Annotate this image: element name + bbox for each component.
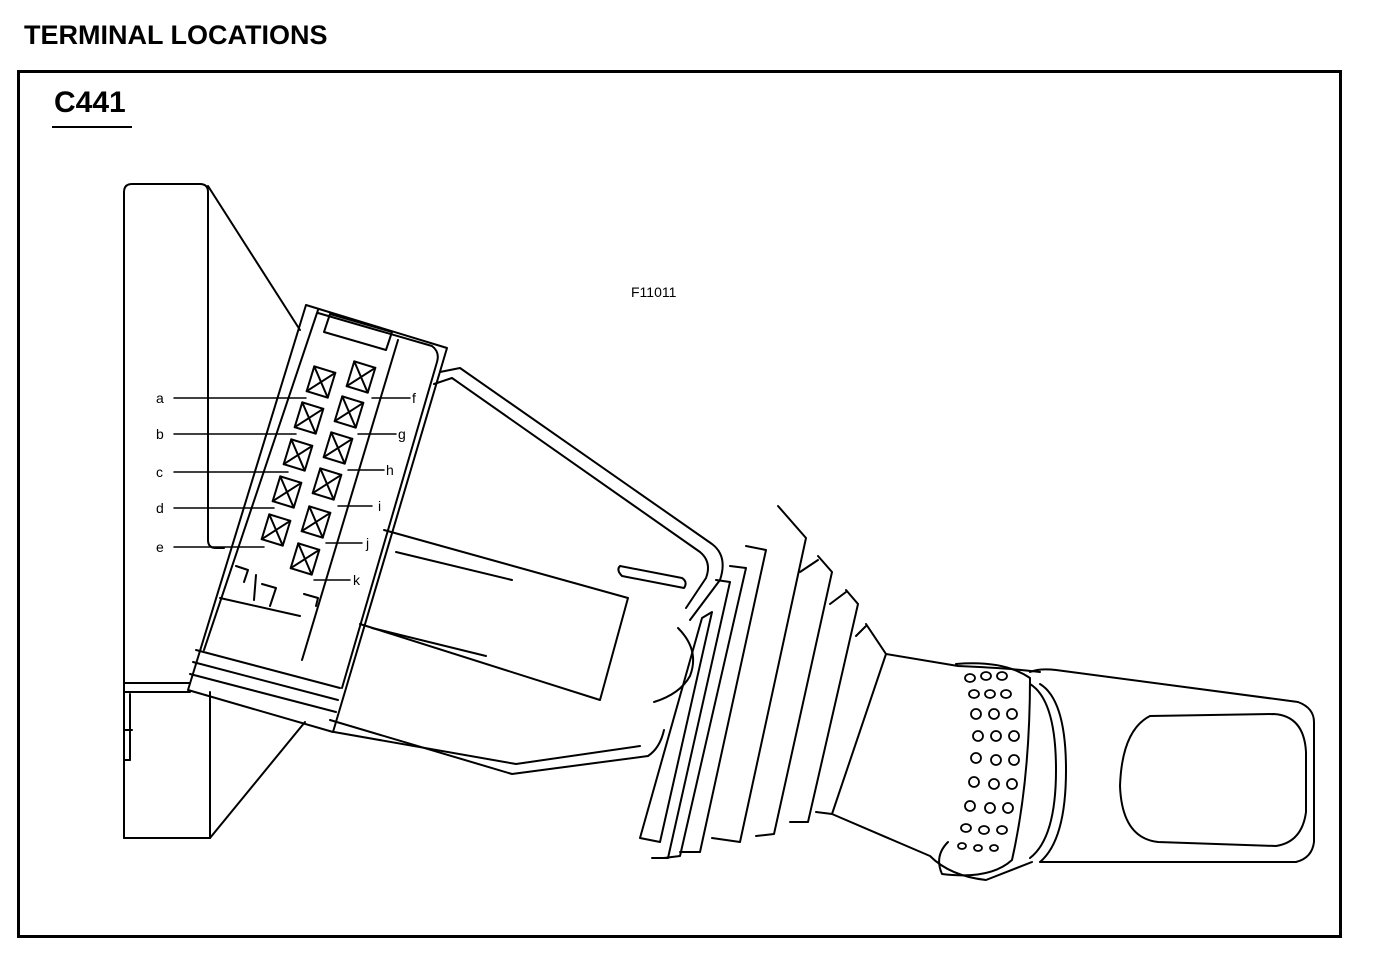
terminal-label-a: a xyxy=(156,390,164,406)
connector-id: C441 xyxy=(54,86,126,119)
terminal-label-e: e xyxy=(156,539,164,555)
connector-face xyxy=(187,304,448,733)
terminal-label-c: c xyxy=(156,464,163,480)
figure-code: F11011 xyxy=(631,284,677,300)
lever-end-knob xyxy=(1029,668,1315,863)
terminal-label-b: b xyxy=(156,426,164,442)
terminal-label-h: h xyxy=(386,462,394,478)
terminal-label-i: i xyxy=(378,498,382,514)
leader-lines xyxy=(173,397,411,581)
column-housing xyxy=(123,183,306,839)
page-title: TERMINAL LOCATIONS xyxy=(24,20,328,50)
terminal-label-g: g xyxy=(398,426,406,442)
lever-body xyxy=(329,367,724,775)
terminal-label-j: j xyxy=(366,535,370,551)
terminal-label-f: f xyxy=(412,390,416,406)
terminal-label-k: k xyxy=(353,572,360,588)
rubber-boot xyxy=(639,505,887,859)
diagram-frame xyxy=(17,70,1342,938)
terminal-cavities xyxy=(260,360,377,576)
connector-id-underline xyxy=(52,126,132,128)
terminal-label-d: d xyxy=(156,500,164,516)
grip-collar xyxy=(831,653,1041,881)
